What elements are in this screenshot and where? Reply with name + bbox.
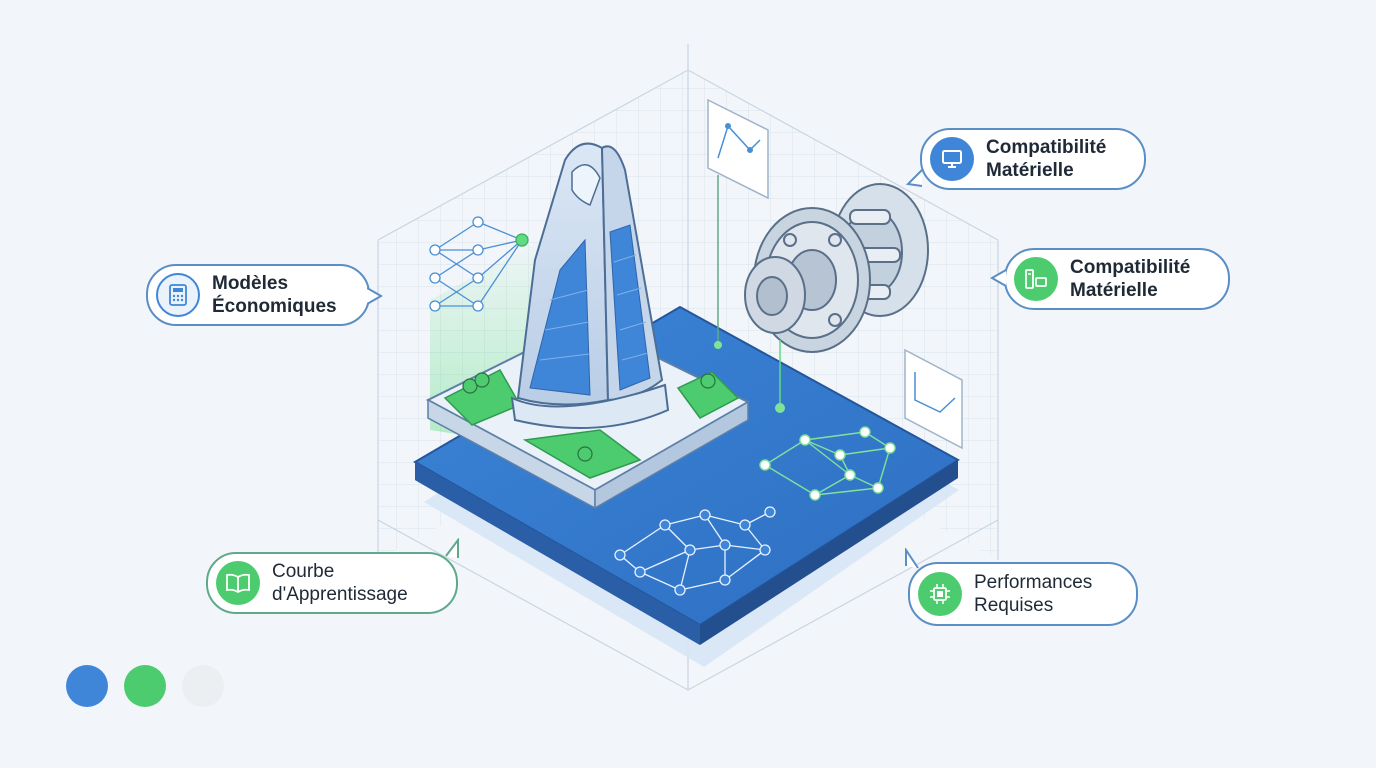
callout-compatibilite-top[interactable]: Compatibilité Matérielle xyxy=(920,128,1146,190)
callout-tail xyxy=(990,269,1007,287)
callout-courbe-apprentissage[interactable]: Courbe d'Apprentissage xyxy=(206,552,458,614)
network-platform-right xyxy=(759,426,896,501)
callout-tail xyxy=(445,538,459,558)
callout-tail xyxy=(367,287,384,305)
callout-line: Courbe xyxy=(272,561,335,582)
callout-line: Requises xyxy=(974,595,1054,616)
callout-line: Matérielle xyxy=(986,160,1074,181)
callout-tail xyxy=(906,169,923,187)
callout-line: Performances xyxy=(974,572,1093,593)
pagination-dot-gray[interactable] xyxy=(182,665,224,707)
callout-line: Compatibilité xyxy=(1070,257,1191,278)
network-platform-left xyxy=(614,506,776,596)
callout-courbe-label: Courbe d'Apprentissage xyxy=(272,560,408,606)
callout-line: Économiques xyxy=(212,296,337,317)
skyscraper xyxy=(510,142,670,429)
callout-line: d'Apprentissage xyxy=(272,584,408,605)
network-graph-wall xyxy=(429,216,529,312)
callout-perf-label: Performances Requises xyxy=(974,571,1092,617)
callout-modeles-economiques[interactable]: Modèles Économiques xyxy=(146,264,370,326)
callout-compatibilite-right[interactable]: Compatibilité Matérielle xyxy=(1004,248,1230,310)
gear-assembly xyxy=(744,183,929,353)
callout-modeles-label: Modèles Économiques xyxy=(212,272,337,318)
callout-compat-right-label: Compatibilité Matérielle xyxy=(1070,256,1190,302)
callout-compat-top-label: Compatibilité Matérielle xyxy=(986,136,1106,182)
callout-line: Matérielle xyxy=(1070,280,1158,301)
book-icon xyxy=(216,561,260,605)
monitor-icon xyxy=(930,137,974,181)
callout-line: Modèles xyxy=(212,273,289,294)
chip-icon xyxy=(918,572,962,616)
calculator-icon xyxy=(156,273,200,317)
chart-panel-right xyxy=(775,340,963,450)
callout-line: Compatibilité xyxy=(986,137,1107,158)
server-icon xyxy=(1014,257,1058,301)
callout-tail xyxy=(905,548,919,569)
callout-performances-requises[interactable]: Performances Requises xyxy=(908,562,1138,626)
chart-panel-top xyxy=(707,98,769,349)
pagination-dot-blue[interactable] xyxy=(66,665,108,707)
pagination-dot-green[interactable] xyxy=(124,665,166,707)
